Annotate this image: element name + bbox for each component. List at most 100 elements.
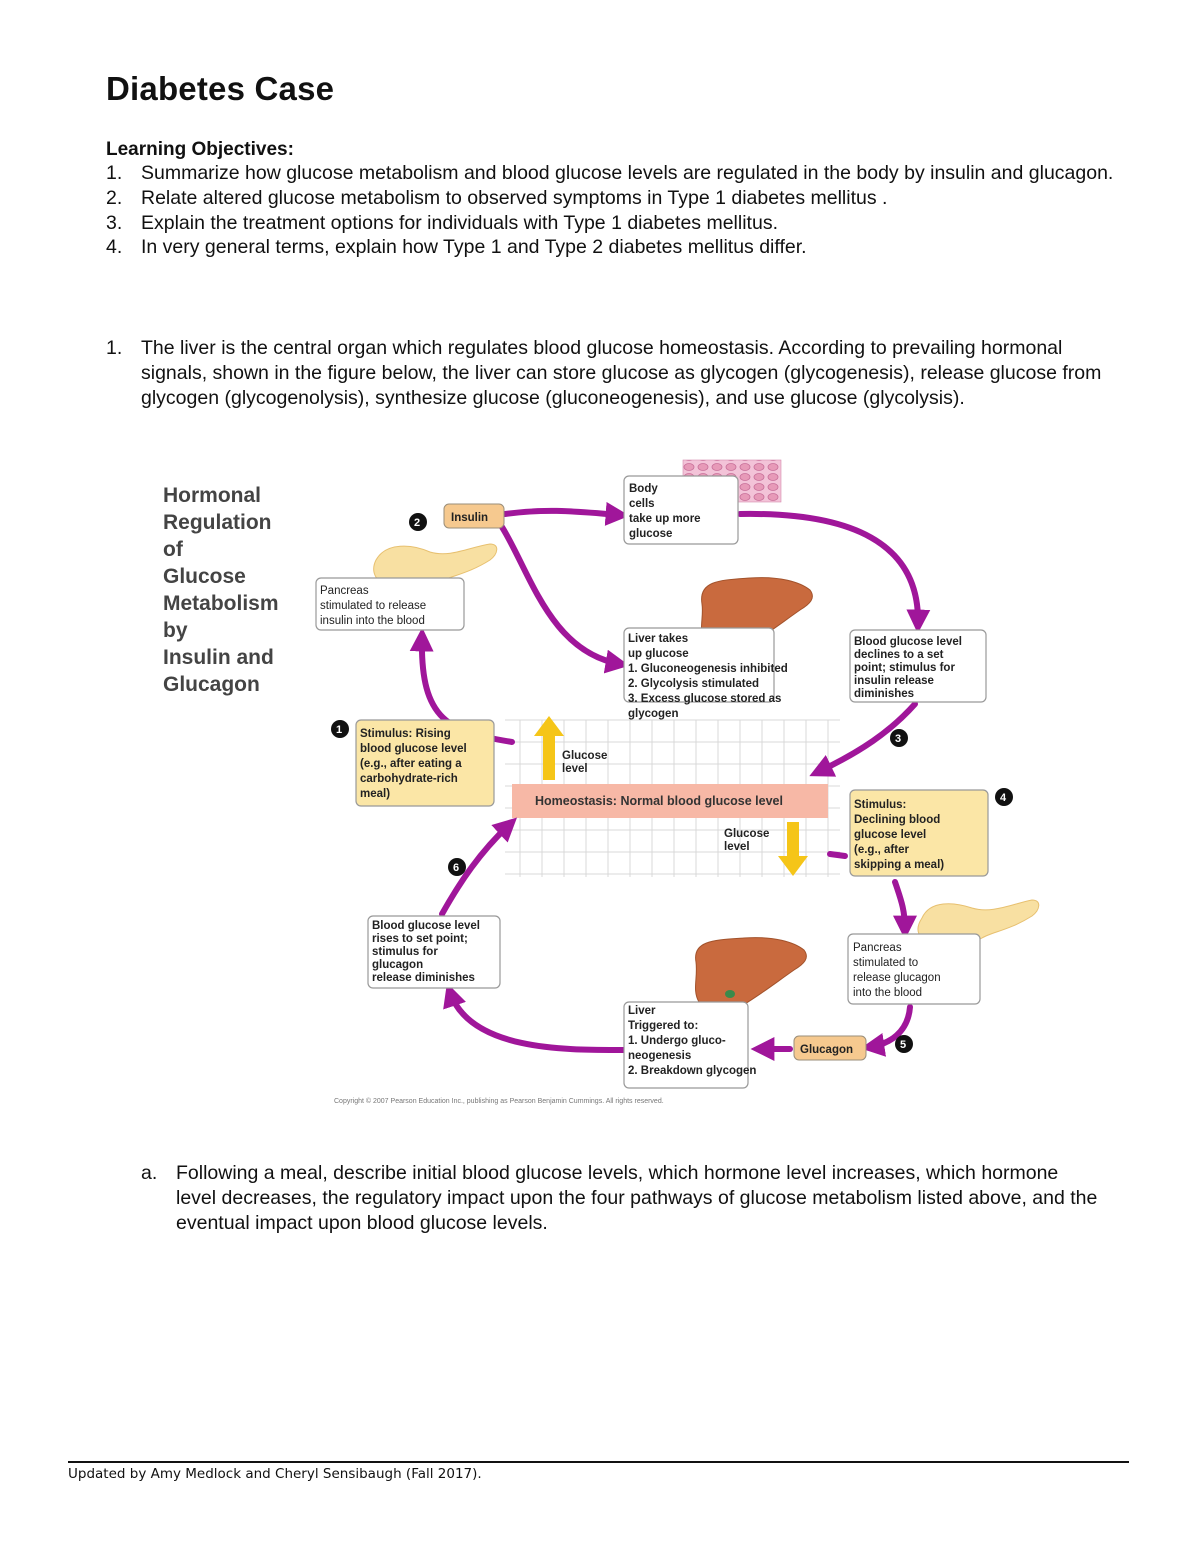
arrow-insulin-to-liver xyxy=(499,524,630,674)
figure-title-line: Glucagon xyxy=(163,673,260,696)
stimulus-rising-box xyxy=(355,719,495,807)
objectives-list: 1. Summarize how glucose metabolism and b… xyxy=(106,161,1136,260)
figure-title-line: Regulation xyxy=(163,511,272,534)
list-item-text: The liver is the central organ which reg… xyxy=(141,337,1102,409)
glucose-up-arrow xyxy=(534,716,564,780)
arrow-bodycells-to-declines xyxy=(737,510,931,634)
step-2-marker xyxy=(409,513,427,531)
step-5-label: 5 xyxy=(900,1039,906,1051)
box-line: Blood glucose level xyxy=(372,920,480,932)
declines-text: Blood glucose level declines to a set po… xyxy=(854,636,965,700)
list-item-text: Summarize how glucose metabolism and blo… xyxy=(141,162,1114,184)
glucose-level-up-label: Glucose level xyxy=(562,750,611,775)
box-line: Declining blood xyxy=(854,814,940,826)
step-3-label: 3 xyxy=(895,733,901,745)
box-line: take up more xyxy=(629,513,701,525)
step-markers: 1 2 3 4 5 6 xyxy=(331,513,1013,1053)
step-4-label: 4 xyxy=(1000,792,1007,804)
gallbladder-bottom xyxy=(725,990,735,998)
arrow-declines-to-homeostasis xyxy=(809,701,918,777)
label-line: Glucose xyxy=(724,828,769,840)
box-line: insulin release xyxy=(854,675,934,687)
arrow-rises-to-homeostasis xyxy=(439,817,518,917)
box-line: cells xyxy=(629,498,655,510)
box-line: carbohydrate-rich xyxy=(360,773,458,785)
rises-box xyxy=(367,915,501,989)
body-cells-text: Body cells take up more glucose xyxy=(629,483,704,540)
step-5-marker xyxy=(895,1035,913,1053)
box-line: declines to a set xyxy=(854,649,944,661)
list-item-text: In very general terms, explain how Type … xyxy=(141,236,807,259)
step-2-label: 2 xyxy=(414,517,420,529)
box-line: stimulated to release xyxy=(320,600,426,612)
body-cells-box xyxy=(623,475,739,545)
homeostasis-label: Homeostasis: Normal blood glucose level xyxy=(535,794,783,808)
box-line: (e.g., after xyxy=(854,844,909,856)
box-line: glycogen xyxy=(628,708,678,720)
homeostasis-bar xyxy=(512,784,828,818)
arrow-insulin-to-bodycells xyxy=(502,501,630,526)
box-line: blood glucose level xyxy=(360,743,467,755)
insulin-label-box xyxy=(443,503,505,529)
list-item-number: 2. xyxy=(106,186,123,209)
insulin-label: Insulin xyxy=(451,512,488,524)
questions-list: 1. The liver is the central organ which r… xyxy=(106,336,1106,410)
label-line: level xyxy=(724,841,750,853)
glucagon-label: Glucagon xyxy=(800,1044,853,1056)
page-title: Diabetes Case xyxy=(106,70,335,107)
figure-title-line: Metabolism xyxy=(163,592,279,615)
box-line: Blood glucose level xyxy=(854,636,962,648)
box-line: up glucose xyxy=(628,648,689,660)
list-item: 1. Summarize how glucose metabolism and b… xyxy=(106,161,1136,186)
glucagon-label-box xyxy=(793,1035,867,1061)
list-item: 2. Relate altered glucose metabolism to o… xyxy=(106,186,1136,211)
list-item: 3.Explain the treatment options for indi… xyxy=(106,211,1136,236)
figure-title: Hormonal Regulation of Glucose Metabolis… xyxy=(163,484,284,696)
box-line: Stimulus: Rising xyxy=(360,728,451,740)
label-line: Glucose xyxy=(562,750,607,762)
label-line: level xyxy=(562,763,588,775)
step-6-marker xyxy=(448,858,466,876)
figure-copyright: Copyright © 2007 Pearson Education Inc.,… xyxy=(334,1097,664,1105)
pancreas-glucagon-text: Pancreas stimulated to release glucagon … xyxy=(853,942,944,999)
list-item-text: Explain the treatment options for indivi… xyxy=(141,211,778,234)
box-line: release glucagon xyxy=(853,972,941,984)
box-line: skipping a meal) xyxy=(854,859,944,871)
box-line: 2. Glycolysis stimulated xyxy=(628,678,759,690)
glucose-regulation-figure: Hormonal Regulation of Glucose Metabolis… xyxy=(150,452,1050,1112)
box-line: Liver xyxy=(628,1005,656,1017)
liver-triggered-text: Liver Triggered to: 1. Undergo gluco- ne… xyxy=(628,1005,756,1077)
stimulus-rising-text: Stimulus: Rising blood glucose level (e.… xyxy=(360,728,470,800)
box-line: meal) xyxy=(360,788,390,800)
liver-triggered-box xyxy=(623,1001,749,1089)
box-line: (e.g., after eating a xyxy=(360,758,462,770)
box-line: insulin into the blood xyxy=(320,615,425,627)
stimulus-declining-text: Stimulus: Declining blood glucose level … xyxy=(854,799,944,871)
liver-takes-up-box xyxy=(623,627,775,703)
arrow-stimulus4-to-pancreas xyxy=(892,879,917,940)
arrow-pancreas-to-glucagon xyxy=(860,1004,913,1057)
declines-box xyxy=(849,629,987,703)
box-line: Triggered to: xyxy=(628,1020,698,1032)
step-1-marker xyxy=(331,720,349,738)
box-line: 3. Excess glucose stored as xyxy=(628,693,781,705)
list-item: a.Following a meal, describe initial blo… xyxy=(141,1161,1101,1235)
list-item-text: Relate altered glucose metabolism to obs… xyxy=(141,186,888,209)
objectives-heading: Learning Objectives: xyxy=(106,139,294,160)
figure-title-line: Glucose xyxy=(163,565,246,588)
list-item-number: 1. xyxy=(106,337,123,359)
glucose-down-arrow xyxy=(778,822,808,876)
list-item-number: 1. xyxy=(106,162,123,184)
footer-divider xyxy=(68,1461,1129,1463)
box-line: rises to set point; xyxy=(372,933,468,945)
cycle-arrows xyxy=(409,501,931,1061)
box-line: point; stimulus for xyxy=(854,662,955,674)
box-line: glucose xyxy=(629,528,672,540)
box-line: 1. Undergo gluco- xyxy=(628,1035,726,1047)
box-line: 1. Gluconeogenesis inhibited xyxy=(628,663,788,675)
box-line: neogenesis xyxy=(628,1050,691,1062)
box-line: diminishes xyxy=(854,688,914,700)
list-item-text: Following a meal, describe initial blood… xyxy=(176,1162,1098,1234)
liver-takes-up-text: Liver takes up glucose 1. Gluconeogenesi… xyxy=(628,633,791,720)
box-line: Pancreas xyxy=(320,585,369,597)
